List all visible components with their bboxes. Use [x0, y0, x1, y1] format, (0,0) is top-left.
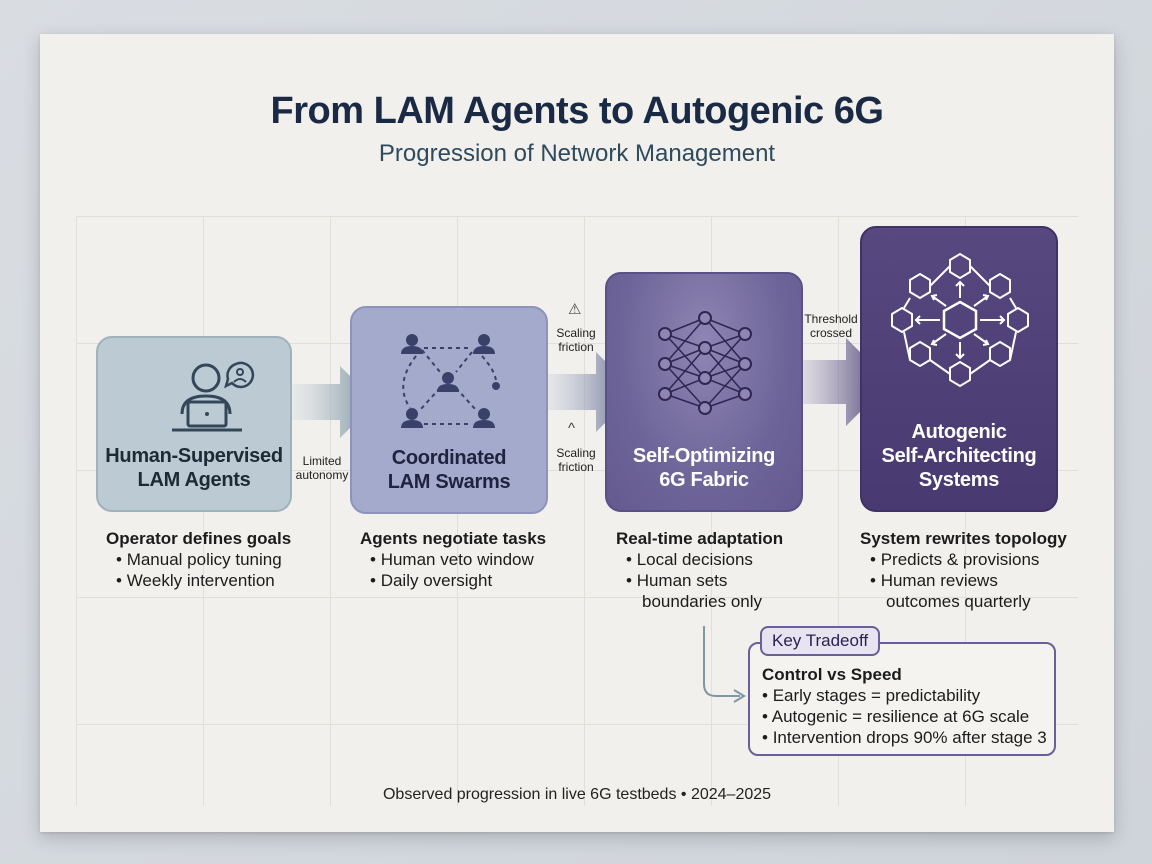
stage-2-description: Agents negotiate tasks • Human veto wind… [360, 529, 547, 590]
warning-icon: ⚠ [568, 301, 582, 318]
page-subtitle: Progression of Network Management [378, 140, 776, 167]
caret-icon: ^ [568, 420, 576, 437]
key-tradeoff-box: Control vs Speed • Early stages = predic… [748, 642, 1056, 756]
arrow-3 [803, 338, 890, 426]
stage-4-description: System rewrites topology • Predicts & pr… [860, 529, 1067, 611]
footer-caption: Observed progression in live 6G testbeds… [382, 786, 772, 803]
hexagon-network-icon [891, 252, 1029, 388]
stage-1-description: Operator defines goals • Manual policy t… [106, 529, 292, 590]
key-tradeoff-tab: Key Tradeoff [760, 626, 881, 656]
page-title: From LAM Agents to Autogenic 6G [270, 90, 884, 132]
neural-network-icon [658, 311, 752, 415]
operator-laptop-icon [172, 361, 255, 432]
tradeoff-connector [703, 626, 740, 697]
diagram-card: From LAM Agents to Autogenic 6G Progress… [40, 34, 1114, 832]
stage-3-description: Real-time adaptation • Local decisions •… [616, 529, 784, 611]
tradeoff-heading: Control vs Speed [762, 665, 902, 684]
agent-swarm-icon [401, 334, 500, 428]
